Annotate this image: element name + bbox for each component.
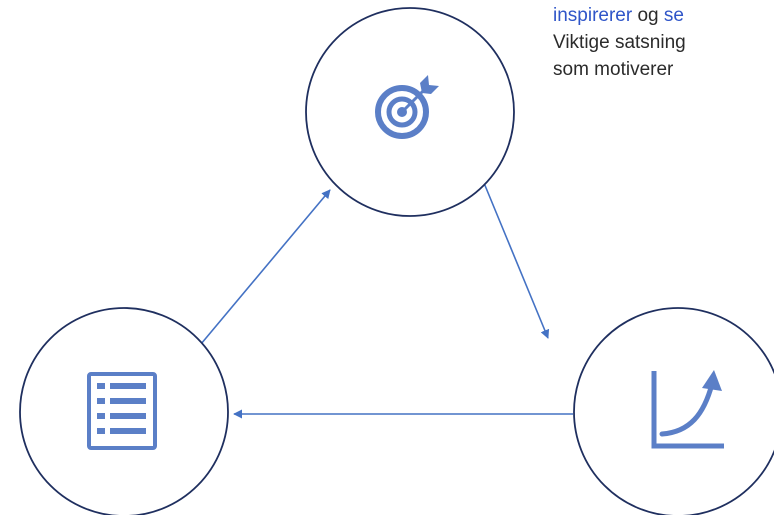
node-top-circle <box>305 7 515 217</box>
target-icon <box>375 75 439 139</box>
caption-line-1: inspirerer og se <box>553 2 774 29</box>
growth-chart-icon <box>651 370 724 449</box>
link-se[interactable]: se <box>663 5 684 26</box>
node-bottom-right <box>573 307 774 515</box>
node-bottom-left <box>19 307 229 515</box>
caption-text: inspirerer og se Viktige satsning som mo… <box>553 2 774 83</box>
node-top <box>305 7 515 217</box>
node-bottom-left-circle <box>19 307 229 515</box>
checklist-icon <box>87 372 157 450</box>
caption-line-2: Viktige satsning <box>553 32 686 53</box>
node-bottom-right-circle <box>573 307 774 515</box>
arrow-bottom-left-to-top <box>200 189 331 345</box>
arrow-top-to-bottom-right <box>483 182 550 339</box>
caption-line-3: som motiverer <box>553 59 674 80</box>
link-inspirerer[interactable]: inspirerer <box>553 5 633 26</box>
caption-connector: og <box>632 5 664 26</box>
